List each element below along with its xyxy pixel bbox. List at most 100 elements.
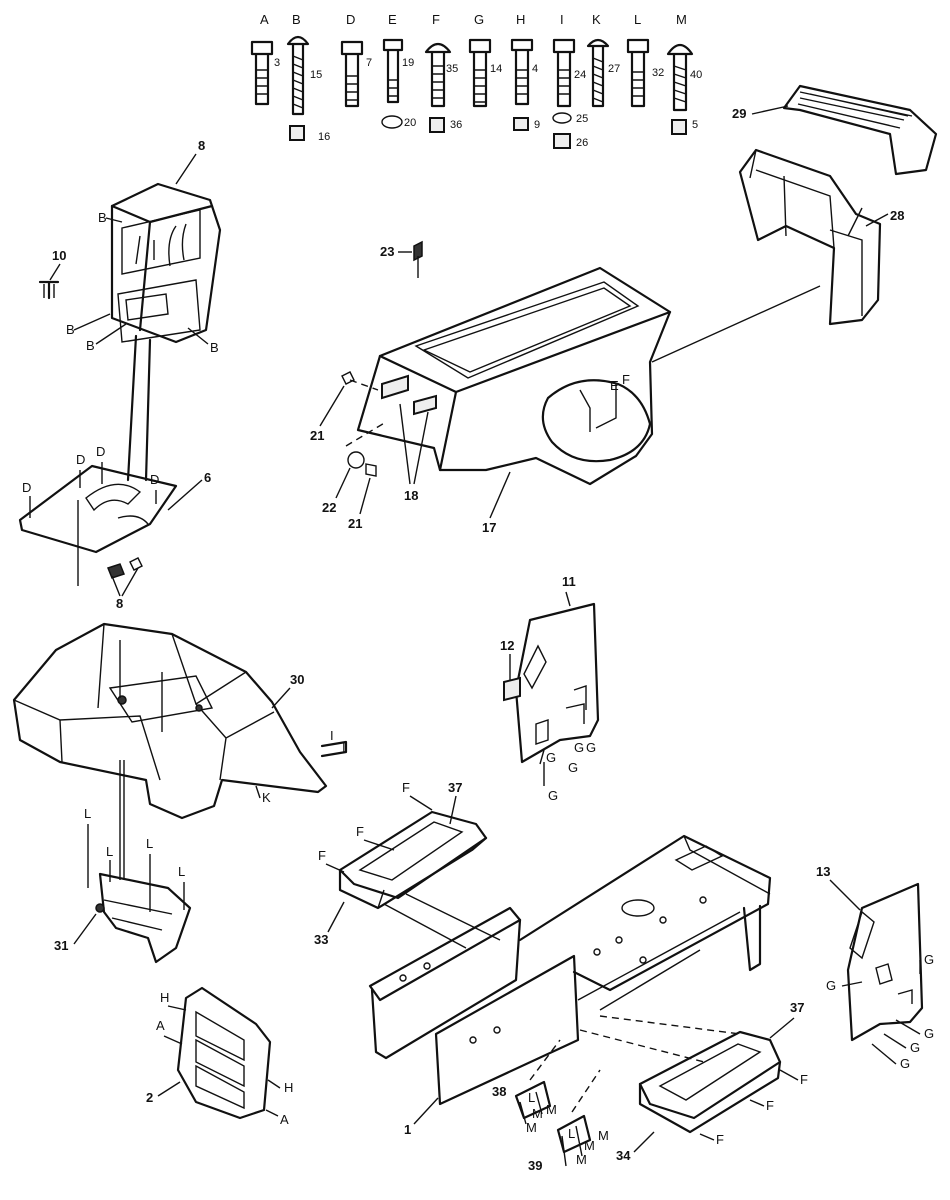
letter-l-38: L: [528, 1090, 535, 1105]
letter-f-3: F: [318, 848, 326, 863]
hw-num-e: 19: [402, 57, 414, 69]
hw-letter-g: G: [474, 12, 484, 27]
hw-num-m: 40: [690, 69, 702, 81]
bolt-k: K 27: [586, 12, 620, 108]
letter-g-13b: G: [826, 978, 836, 993]
letter-l-2: L: [106, 844, 113, 859]
callout-37-bottom: 37: [790, 1000, 804, 1015]
letter-k-30: K: [262, 790, 271, 805]
letter-g-13c: G: [924, 1026, 934, 1041]
letter-g-13d: G: [910, 1040, 920, 1055]
letter-f-2: F: [356, 824, 364, 839]
letter-e-body: E: [610, 378, 619, 393]
callout-30: 30: [290, 672, 304, 687]
letter-d-1: D: [22, 480, 31, 495]
bolt-b: B 15 16: [286, 12, 330, 143]
letter-g-13a: G: [924, 952, 934, 967]
callout-29: 29: [732, 106, 746, 121]
letter-a-1: A: [156, 1018, 165, 1033]
callout-23: 23: [380, 244, 394, 259]
callout-6: 6: [204, 470, 211, 485]
callout-18: 18: [404, 488, 418, 503]
hw-letter-i: I: [560, 12, 564, 27]
body-assembly: E F 18 17 21 22 21 23: [310, 240, 821, 535]
bolt-l: L 32: [626, 12, 664, 108]
callout-10: 10: [52, 248, 66, 263]
letter-b-3: B: [86, 338, 95, 353]
callout-12: 12: [500, 638, 514, 653]
letter-f-body: F: [622, 372, 630, 387]
hw-num-d: 7: [366, 57, 372, 69]
letter-f-1: F: [402, 780, 410, 795]
letter-d-3: D: [96, 444, 105, 459]
bolt-a: A 3: [250, 12, 280, 106]
bolt-m: M 40 5: [666, 12, 702, 135]
letter-m-39b: M: [584, 1138, 595, 1153]
letter-f-6: F: [716, 1132, 724, 1147]
hw-num-h: 4: [532, 63, 538, 75]
letter-h-1: H: [160, 990, 169, 1005]
hw-nut-e: 20: [404, 117, 416, 129]
bolt-f: F 35 36: [424, 12, 462, 133]
seat-deck-30: 30 I I K 31 L L L L: [12, 622, 348, 964]
letter-f-4: F: [800, 1072, 808, 1087]
letter-b-2: B: [66, 322, 75, 337]
hw-nut-f: 36: [450, 119, 462, 131]
hw-num-k: 27: [608, 63, 620, 75]
letter-d-2: D: [76, 452, 85, 467]
hardware-row: A 3 B 15 16 D 7 E 19 20: [250, 12, 702, 149]
hw-letter-k: K: [592, 12, 601, 27]
hw-num-g: 14: [490, 63, 502, 75]
hw-letter-f: F: [432, 12, 440, 27]
letter-g-11d: G: [568, 760, 578, 775]
side-panel-11: 12 11 G G G G G: [500, 574, 600, 803]
hw-num-f: 35: [446, 63, 458, 75]
letter-m-38b: M: [532, 1106, 543, 1121]
letter-b-1: B: [98, 210, 107, 225]
callout-34: 34: [616, 1148, 631, 1163]
callout-17: 17: [482, 520, 496, 535]
bolt-i: I 24 25 26: [552, 12, 588, 149]
callout-2: 2: [146, 1090, 153, 1105]
callout-28: 28: [890, 208, 904, 223]
letter-g-11a: G: [574, 740, 584, 755]
hw-num-b: 15: [310, 69, 322, 81]
letter-a-2: A: [280, 1112, 289, 1127]
callout-8-bottom: 8: [116, 596, 123, 611]
callout-22: 22: [322, 500, 336, 515]
letter-i-b: I: [342, 740, 346, 755]
hw-letter-d: D: [346, 12, 355, 27]
hw-num-l: 32: [652, 67, 664, 79]
callout-8-top: 8: [198, 138, 205, 153]
letter-l-39: L: [568, 1126, 575, 1141]
dash-panel-assembly: 8 B B B B D D D D 6 8 10: [18, 138, 222, 611]
footrest-right: 37 F F F 34: [616, 1000, 808, 1163]
hw-letter-l: L: [634, 12, 641, 27]
main-frame-1: 1: [368, 834, 772, 1137]
callout-33: 33: [314, 932, 328, 947]
letter-l-4: L: [178, 864, 185, 879]
callout-39: 39: [528, 1158, 542, 1173]
letter-m-39c: M: [576, 1152, 587, 1167]
callout-21-top: 21: [310, 428, 324, 443]
letter-b-4: B: [210, 340, 219, 355]
letter-f-5: F: [766, 1098, 774, 1113]
letter-l-3: L: [146, 836, 153, 851]
hw-num-a: 3: [274, 57, 280, 69]
footrest-left: 37 F F F 33: [314, 780, 501, 949]
hw-num-i: 24: [574, 69, 586, 81]
callout-31: 31: [54, 938, 68, 953]
hw-nut-i: 25: [576, 113, 588, 125]
callout-1: 1: [404, 1122, 411, 1137]
pedal-bracket-2: H A H A 2: [146, 986, 293, 1127]
hw-nut2-i: 26: [576, 137, 588, 149]
side-panel-13: 13 G G G G G: [816, 864, 934, 1071]
hw-nut-b: 16: [318, 131, 330, 143]
callout-37-top: 37: [448, 780, 462, 795]
callout-21-bottom: 21: [348, 516, 362, 531]
bolt-g: G 14: [468, 12, 502, 108]
callout-11: 11: [562, 574, 576, 589]
hw-letter-m: M: [676, 12, 687, 27]
hw-nut-m: 5: [692, 119, 698, 131]
hw-nut-h: 9: [534, 119, 540, 131]
